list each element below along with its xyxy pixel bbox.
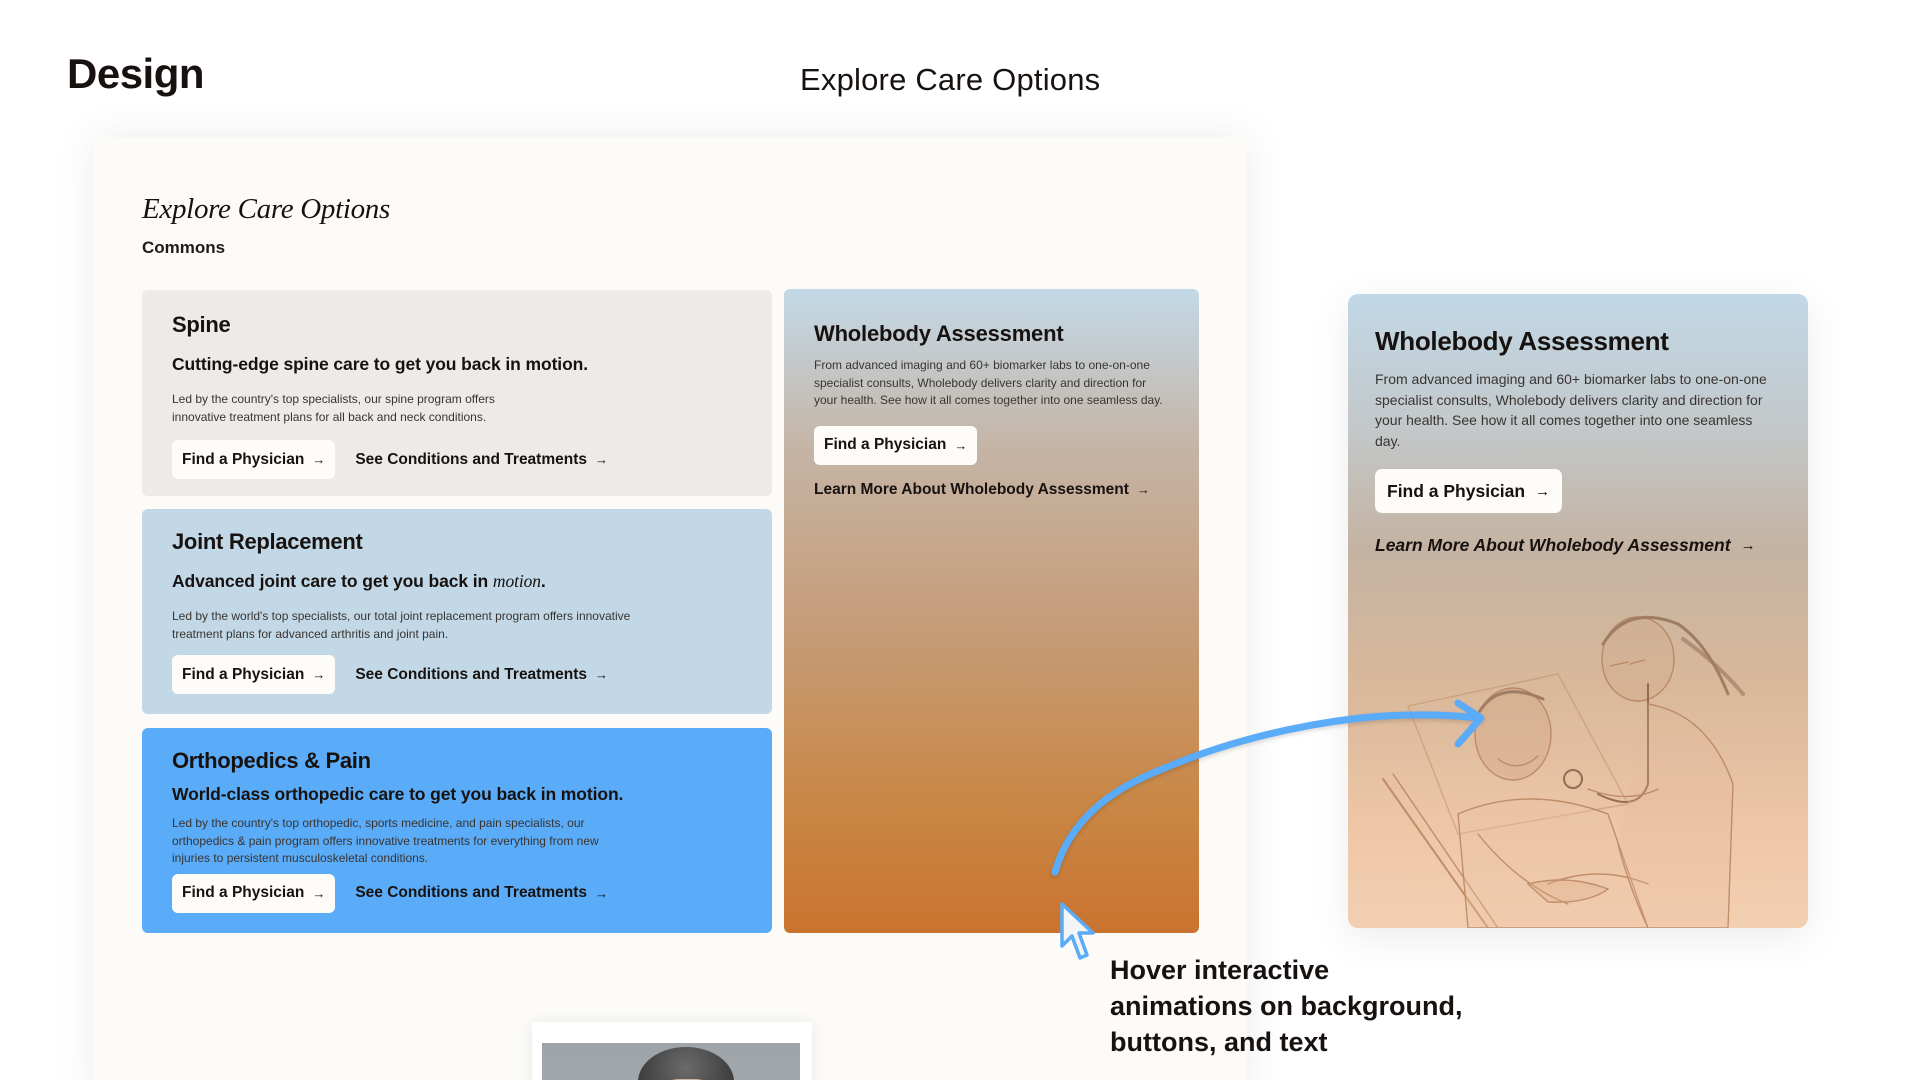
see-conditions-link[interactable]: See Conditions and Treatments → xyxy=(355,666,608,684)
tagline-emphasis: motion xyxy=(492,571,541,591)
physician-profile-card[interactable] xyxy=(532,1022,812,1080)
arrow-right-icon: → xyxy=(312,667,326,682)
arrow-right-icon: → xyxy=(595,667,608,682)
button-label: Find a Physician xyxy=(824,436,947,453)
card-title: Joint Replacement xyxy=(172,529,363,554)
arrow-right-icon: → xyxy=(312,452,326,467)
card-title: Orthopedics & Pain xyxy=(172,748,371,773)
annotation-line: Hover interactive xyxy=(1110,955,1330,985)
card-tagline: World-class orthopedic care to get you b… xyxy=(172,784,624,804)
see-conditions-link[interactable]: See Conditions and Treatments → xyxy=(355,451,608,469)
card-tagline: Cutting-edge spine care to get you back … xyxy=(172,354,589,374)
find-physician-button[interactable]: Find a Physician → xyxy=(172,655,336,694)
card-title: Wholebody Assessment xyxy=(814,321,1064,346)
explore-care-options-frame: Explore Care Options Commons Spine Cutti… xyxy=(94,137,1247,1080)
find-physician-button[interactable]: Find a Physician → xyxy=(172,873,336,913)
link-label: See Conditions and Treatments xyxy=(355,450,587,468)
doctor-patient-illustration xyxy=(1382,615,1745,928)
card-tagline: Advanced joint care to get you back in m… xyxy=(172,571,742,592)
link-label: See Conditions and Treatments xyxy=(355,665,587,683)
hover-state-wholebody-card[interactable]: Wholebody Assessment From advanced imagi… xyxy=(1348,294,1808,928)
find-physician-button[interactable]: Find a Physician → xyxy=(1375,469,1563,513)
link-label: Learn More About Wholebody Assessment xyxy=(1375,535,1731,555)
card-wholebody-assessment[interactable]: Wholebody Assessment From advanced imagi… xyxy=(784,289,1199,933)
annotation-line: animations on background, xyxy=(1110,991,1463,1021)
button-label: Find a Physician xyxy=(182,665,305,683)
button-label: Find a Physician xyxy=(182,884,305,901)
arrow-right-icon: → xyxy=(1136,482,1150,497)
frame-subtitle: Commons xyxy=(142,238,226,257)
find-physician-button[interactable]: Find a Physician → xyxy=(172,440,336,479)
card-title: Wholebody Assessment xyxy=(1375,326,1669,356)
arrow-right-icon: → xyxy=(595,885,608,901)
tagline-prefix: Advanced joint care to get you back in xyxy=(172,571,493,591)
card-description: Led by the country's top specialists, ou… xyxy=(172,392,495,424)
link-label: See Conditions and Treatments xyxy=(355,884,587,901)
annotation-line: buttons, and text xyxy=(1110,1027,1328,1057)
find-physician-button[interactable]: Find a Physician → xyxy=(814,425,978,465)
annotation-text: Hover interactive animations on backgrou… xyxy=(1110,952,1463,1060)
photo-hair xyxy=(638,1047,734,1080)
arrow-right-icon: → xyxy=(595,452,608,467)
learn-more-wholebody-link[interactable]: Learn More About Wholebody Assessment → xyxy=(1375,535,1756,556)
frame-title: Explore Care Options xyxy=(142,193,390,225)
arrow-right-icon: → xyxy=(312,885,326,901)
design-section-label: Design xyxy=(67,50,205,97)
arrow-right-icon: → xyxy=(954,437,968,453)
center-title: Explore Care Options xyxy=(800,62,1101,97)
physician-photo xyxy=(542,1043,800,1080)
tagline-suffix: . xyxy=(540,571,546,591)
card-description: Led by the country's top orthopedic, spo… xyxy=(172,816,599,865)
button-label: Find a Physician xyxy=(1387,480,1526,501)
button-label: Find a Physician xyxy=(182,450,305,468)
card-spine[interactable]: Spine Cutting-edge spine care to get you… xyxy=(142,290,772,496)
see-conditions-link[interactable]: See Conditions and Treatments → xyxy=(355,884,608,902)
card-title: Spine xyxy=(172,312,231,337)
learn-more-wholebody-link[interactable]: Learn More About Wholebody Assessment → xyxy=(814,481,1150,499)
card-joint-replacement[interactable]: Joint Replacement Advanced joint care to… xyxy=(142,509,772,714)
card-description: From advanced imaging and 60+ biomarker … xyxy=(814,358,1163,407)
card-description: Led by the world's top specialists, our … xyxy=(172,609,631,641)
arrow-right-icon: → xyxy=(1740,537,1756,554)
card-orthopedics-pain[interactable]: Orthopedics & Pain World-class orthopedi… xyxy=(142,728,772,933)
link-label: Learn More About Wholebody Assessment xyxy=(814,480,1129,498)
arrow-right-icon: → xyxy=(1535,482,1551,500)
card-description: From advanced imaging and 60+ biomarker … xyxy=(1375,371,1767,449)
